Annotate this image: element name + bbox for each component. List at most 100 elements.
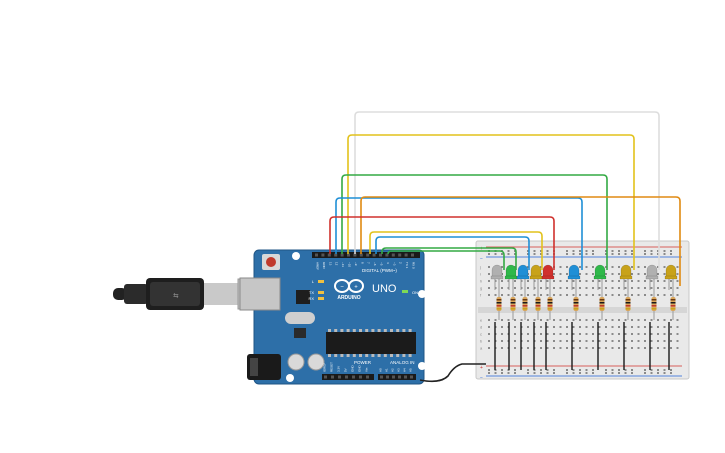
breadboard-hole[interactable] bbox=[624, 326, 627, 328]
breadboard-hole[interactable] bbox=[566, 294, 568, 296]
header-pin-hole[interactable] bbox=[380, 375, 383, 379]
breadboard-hole[interactable] bbox=[585, 319, 588, 321]
rail-hole[interactable] bbox=[494, 372, 497, 374]
breadboard-hole[interactable] bbox=[611, 273, 614, 275]
breadboard-hole[interactable] bbox=[592, 326, 594, 328]
breadboard-hole[interactable] bbox=[631, 347, 633, 349]
led-5[interactable] bbox=[541, 264, 555, 290]
breadboard-hole[interactable] bbox=[592, 280, 594, 282]
breadboard-hole[interactable] bbox=[540, 340, 542, 342]
breadboard-hole[interactable] bbox=[650, 280, 653, 282]
rail-hole[interactable] bbox=[533, 250, 536, 252]
breadboard-hole[interactable] bbox=[540, 287, 542, 289]
breadboard-hole[interactable] bbox=[579, 273, 581, 275]
rail-hole[interactable] bbox=[624, 253, 627, 255]
header-pin-hole[interactable] bbox=[392, 375, 395, 379]
rail-hole[interactable] bbox=[572, 369, 575, 371]
breadboard-hole[interactable] bbox=[611, 319, 614, 321]
breadboard-hole[interactable] bbox=[572, 287, 575, 289]
breadboard-hole[interactable] bbox=[618, 326, 620, 328]
breadboard-hole[interactable] bbox=[618, 319, 620, 321]
breadboard-hole[interactable] bbox=[566, 280, 568, 282]
breadboard-hole[interactable] bbox=[488, 347, 490, 349]
breadboard-hole[interactable] bbox=[533, 294, 536, 296]
header-pin-hole[interactable] bbox=[315, 253, 318, 257]
rail-hole[interactable] bbox=[527, 250, 529, 252]
rail-hole[interactable] bbox=[605, 372, 607, 374]
resistor[interactable] bbox=[625, 290, 631, 320]
rail-hole[interactable] bbox=[507, 372, 510, 374]
breadboard-hole[interactable] bbox=[611, 333, 614, 335]
breadboard-hole[interactable] bbox=[559, 294, 562, 296]
breadboard-hole[interactable] bbox=[546, 294, 549, 296]
breadboard-hole[interactable] bbox=[592, 347, 594, 349]
header-pin-hole[interactable] bbox=[366, 253, 370, 257]
breadboard-hole[interactable] bbox=[605, 287, 607, 289]
breadboard-hole[interactable] bbox=[637, 273, 640, 275]
header-pin-hole[interactable] bbox=[404, 375, 407, 379]
resistor[interactable] bbox=[670, 290, 676, 320]
breadboard-hole[interactable] bbox=[585, 326, 588, 328]
breadboard-hole[interactable] bbox=[618, 287, 620, 289]
rail-hole[interactable] bbox=[533, 253, 536, 255]
breadboard-hole[interactable] bbox=[592, 340, 594, 342]
rail-hole[interactable] bbox=[657, 253, 659, 255]
breadboard-hole[interactable] bbox=[592, 287, 594, 289]
breadboard-hole[interactable] bbox=[572, 340, 575, 342]
breadboard-hole[interactable] bbox=[676, 273, 679, 275]
breadboard-hole[interactable] bbox=[670, 319, 672, 321]
resistor[interactable] bbox=[510, 290, 516, 320]
breadboard-hole[interactable] bbox=[566, 266, 568, 268]
breadboard-hole[interactable] bbox=[605, 273, 607, 275]
led-8[interactable] bbox=[619, 264, 633, 290]
resistor[interactable] bbox=[573, 290, 579, 320]
breadboard-hole[interactable] bbox=[572, 326, 575, 328]
arduino-uno-board[interactable]: L TX RX ON − + ARDUINO UNO DIGITAL (PWM~… bbox=[239, 249, 426, 385]
rail-hole[interactable] bbox=[644, 372, 646, 374]
rail-hole[interactable] bbox=[618, 369, 620, 371]
header-pin-hole[interactable] bbox=[411, 253, 414, 257]
header-pin-hole[interactable] bbox=[340, 253, 344, 257]
rail-hole[interactable] bbox=[546, 372, 549, 374]
rail-hole[interactable] bbox=[579, 369, 581, 371]
breadboard-hole[interactable] bbox=[501, 280, 503, 282]
breadboard-hole[interactable] bbox=[514, 319, 516, 321]
breadboard-hole[interactable] bbox=[611, 326, 614, 328]
breadboard-hole[interactable] bbox=[650, 340, 653, 342]
rail-hole[interactable] bbox=[670, 253, 672, 255]
breadboard-hole[interactable] bbox=[507, 294, 510, 296]
rail-hole[interactable] bbox=[618, 250, 620, 252]
rail-hole[interactable] bbox=[527, 253, 529, 255]
breadboard-hole[interactable] bbox=[553, 340, 555, 342]
breadboard-hole[interactable] bbox=[631, 333, 633, 335]
breadboard-hole[interactable] bbox=[540, 294, 542, 296]
rail-hole[interactable] bbox=[585, 253, 588, 255]
breadboard-hole[interactable] bbox=[644, 326, 646, 328]
breadboard-hole[interactable] bbox=[676, 294, 679, 296]
breadboard-hole[interactable] bbox=[527, 294, 529, 296]
header-pin-hole[interactable] bbox=[398, 253, 402, 257]
breadboard-hole[interactable] bbox=[488, 280, 490, 282]
rail-hole[interactable] bbox=[650, 369, 653, 371]
breadboard-hole[interactable] bbox=[527, 266, 529, 268]
rail-hole[interactable] bbox=[579, 250, 581, 252]
rail-hole[interactable] bbox=[644, 250, 646, 252]
breadboard-hole[interactable] bbox=[501, 294, 503, 296]
breadboard-hole[interactable] bbox=[657, 280, 659, 282]
breadboard-hole[interactable] bbox=[553, 326, 555, 328]
breadboard-hole[interactable] bbox=[488, 326, 490, 328]
breadboard-hole[interactable] bbox=[501, 287, 503, 289]
breadboard-hole[interactable] bbox=[559, 340, 562, 342]
breadboard-hole[interactable] bbox=[663, 287, 666, 289]
rail-hole[interactable] bbox=[501, 369, 503, 371]
breadboard-hole[interactable] bbox=[507, 319, 510, 321]
header-pin-hole[interactable] bbox=[410, 375, 413, 379]
breadboard-hole[interactable] bbox=[579, 340, 581, 342]
rail-hole[interactable] bbox=[494, 253, 497, 255]
rail-hole[interactable] bbox=[611, 253, 614, 255]
breadboard-hole[interactable] bbox=[579, 294, 581, 296]
header-pin-hole[interactable] bbox=[391, 253, 395, 257]
breadboard-hole[interactable] bbox=[585, 333, 588, 335]
breadboard-hole[interactable] bbox=[644, 266, 646, 268]
breadboard-hole[interactable] bbox=[514, 280, 516, 282]
